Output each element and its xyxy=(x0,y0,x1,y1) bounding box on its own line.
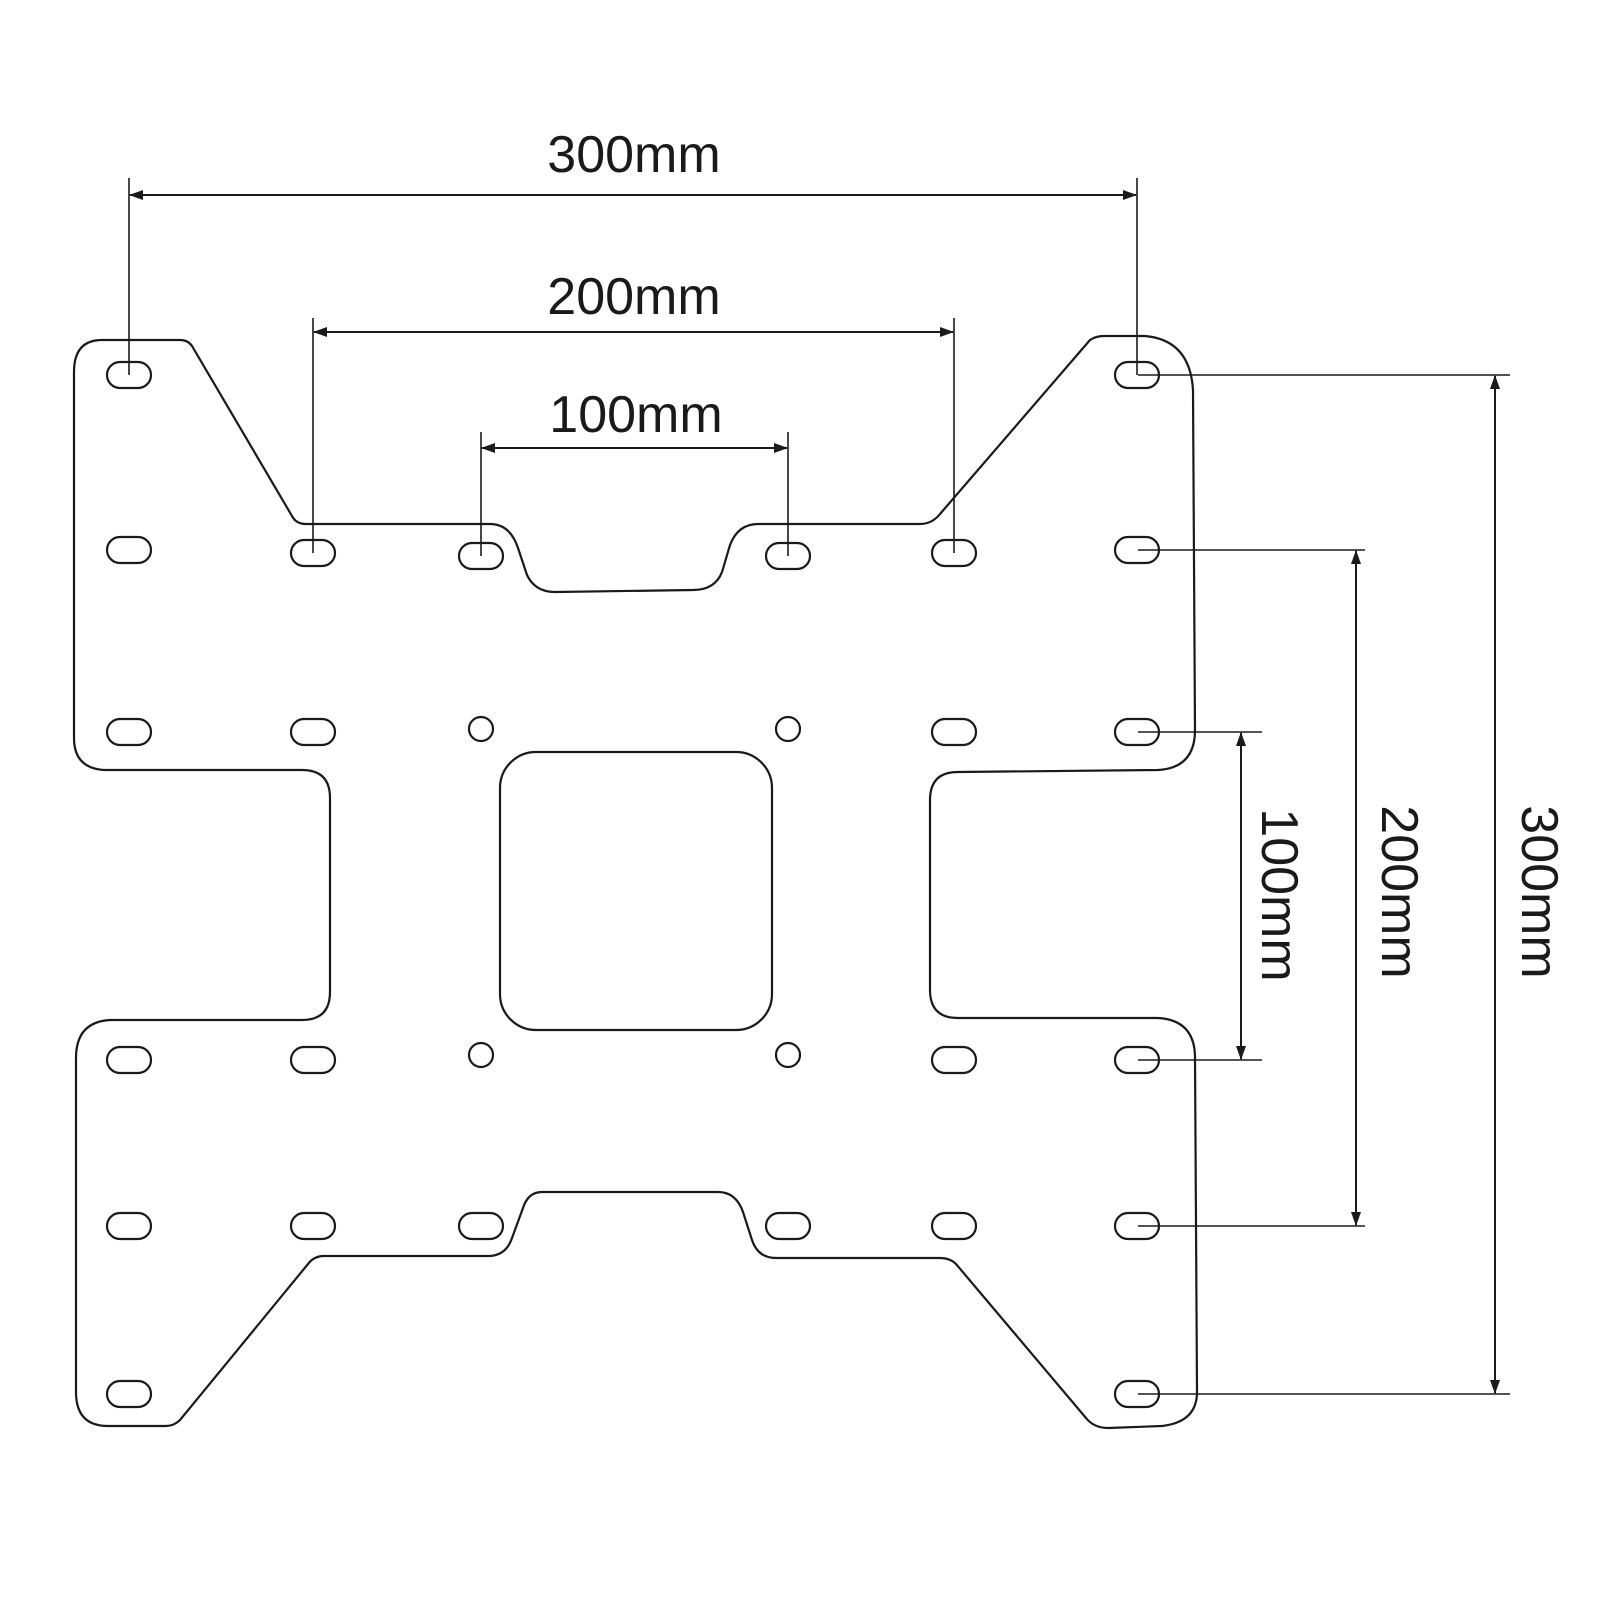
mounting-slot xyxy=(457,1211,505,1241)
mounting-slot xyxy=(289,1045,337,1075)
mounting-slot xyxy=(930,717,978,747)
mounting-holes xyxy=(105,360,1161,1409)
label-v200: 200mm xyxy=(1370,805,1428,978)
label-h100: 100mm xyxy=(549,386,722,444)
mounting-slot xyxy=(289,1211,337,1241)
mounting-slot xyxy=(105,1379,153,1409)
mounting-slot xyxy=(930,1045,978,1075)
round-hole xyxy=(774,1041,802,1069)
mounting-slot xyxy=(930,1211,978,1241)
label-v100: 100mm xyxy=(1250,808,1308,981)
mounting-slot xyxy=(105,1211,153,1241)
center-cutout xyxy=(498,750,774,1032)
label-v300: 300mm xyxy=(1510,805,1568,978)
label-h200: 200mm xyxy=(547,268,720,326)
round-hole xyxy=(467,1041,495,1069)
mounting-slot xyxy=(105,717,153,747)
mounting-slot xyxy=(105,1045,153,1075)
round-hole xyxy=(774,715,802,743)
mounting-slot xyxy=(289,717,337,747)
mounting-slot xyxy=(105,535,153,565)
dimension-lines xyxy=(129,190,1500,1394)
label-h300: 300mm xyxy=(547,126,720,184)
extension-lines xyxy=(128,178,1510,1395)
plate-outline xyxy=(72,334,1199,1430)
mounting-slot xyxy=(764,1211,812,1241)
round-hole xyxy=(467,715,495,743)
